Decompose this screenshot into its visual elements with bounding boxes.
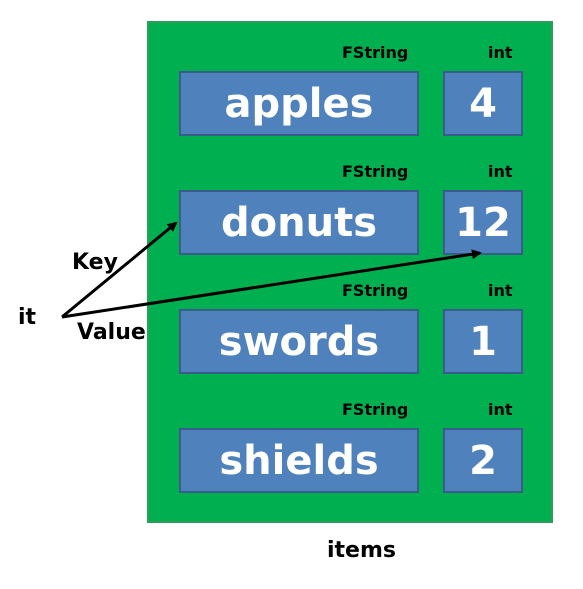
value-cell-swords: 1 — [443, 309, 523, 374]
value-cell-shields: 2 — [443, 428, 523, 493]
key-cell-donuts: donuts — [179, 190, 419, 255]
key-type-label: FString — [342, 43, 409, 62]
value-type-label: int — [488, 400, 513, 419]
value-type-label: int — [488, 281, 513, 300]
value-cell-apples: 4 — [443, 71, 523, 136]
value-type-label: int — [488, 43, 513, 62]
key-cell-apples: apples — [179, 71, 419, 136]
value-type-label: int — [488, 162, 513, 181]
key-type-label: FString — [342, 281, 409, 300]
key-type-label: FString — [342, 162, 409, 181]
key-arrow-label: Key — [72, 250, 118, 275]
container-caption: items — [327, 538, 396, 563]
key-cell-shields: shields — [179, 428, 419, 493]
value-cell-donuts: 12 — [443, 190, 523, 255]
value-arrow — [61, 249, 482, 319]
value-arrow-label: Value — [77, 320, 146, 345]
key-arrow — [61, 221, 178, 319]
iterator-label: it — [18, 305, 37, 330]
key-type-label: FString — [342, 400, 409, 419]
key-cell-swords: swords — [179, 309, 419, 374]
